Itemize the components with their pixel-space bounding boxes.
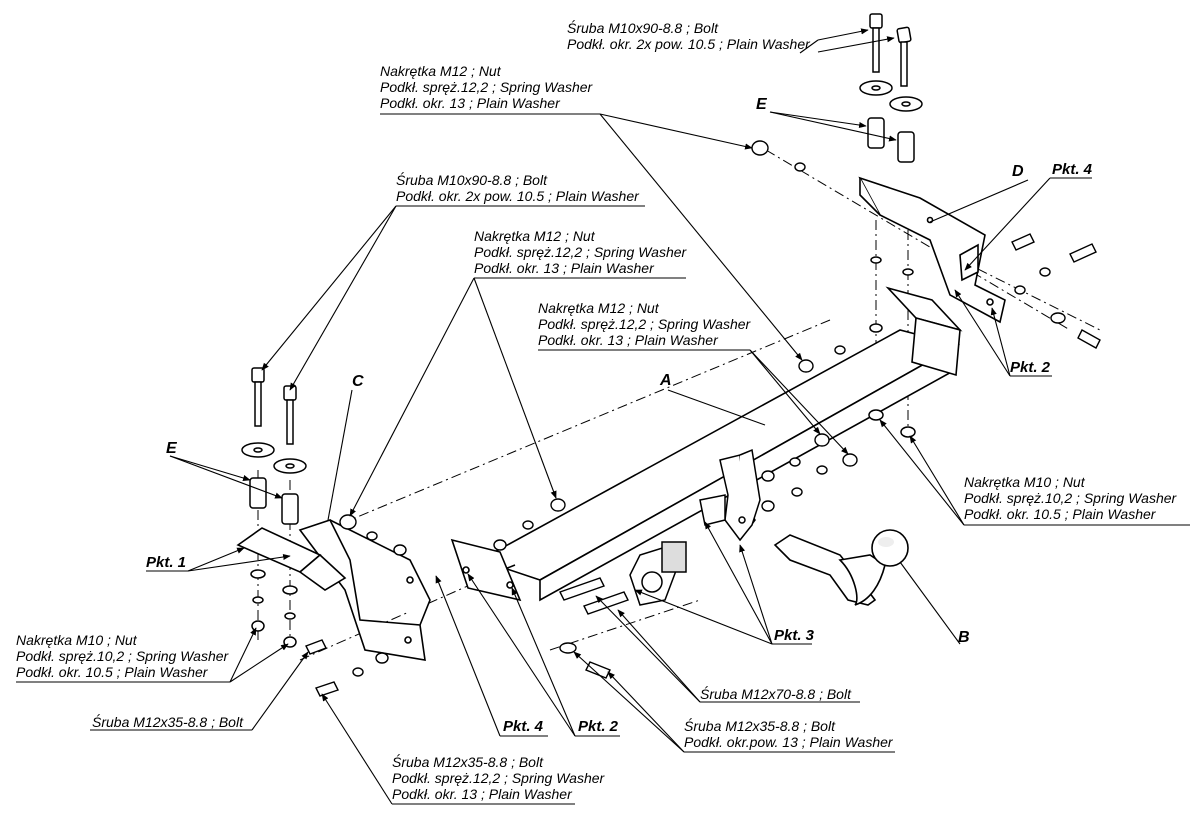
label-line: Nakrętka M12 ; Nut xyxy=(538,300,659,316)
label-line: Podkł. spręż.12,2 ; Spring Washer xyxy=(538,316,751,332)
label-line: Podkł. spręż.10,2 ; Spring Washer xyxy=(16,648,229,664)
label-bolt-left: Śruba M10x90-8.8 ; Bolt Podkł. okr. 2x p… xyxy=(396,172,639,204)
label-line: Podkł. okr. 13 ; Plain Washer xyxy=(380,95,560,111)
label-bolt-m12x35-b: Śruba M12x35-8.8 ; Bolt Podkł. okr.pow. … xyxy=(684,718,893,750)
label-line: Podkł. spręż.12,2 ; Spring Washer xyxy=(380,79,593,95)
tow-ball-b xyxy=(773,529,909,606)
tag-pkt4-top: Pkt. 4 xyxy=(1052,161,1093,178)
label-line: Śruba M12x35-8.8 ; Bolt xyxy=(684,718,835,734)
label-line: Podkł. okr. 13 ; Plain Washer xyxy=(474,260,654,276)
label-line: Nakrętka M12 ; Nut xyxy=(380,63,501,79)
label-nut-left: Nakrętka M10 ; Nut Podkł. spręż.10,2 ; S… xyxy=(16,632,228,680)
label-line: Śruba M12x70-8.8 ; Bolt xyxy=(700,686,851,702)
part-letter-e-left: E xyxy=(166,440,177,457)
label-line: Śruba M10x90-8.8 ; Bolt xyxy=(567,20,718,36)
leader-lines xyxy=(16,28,1190,805)
left-end-plate xyxy=(450,538,522,602)
label-line: Podkł. spręż.10,2 ; Spring Washer xyxy=(964,490,1177,506)
label-line: Nakrętka M10 ; Nut xyxy=(16,632,137,648)
label-line: Podkł. okr. 10.5 ; Plain Washer xyxy=(16,664,208,680)
part-letter-c: C xyxy=(352,373,364,390)
tag-pkt1: Pkt. 1 xyxy=(146,554,187,571)
label-line: Podkł. okr.pow. 13 ; Plain Washer xyxy=(684,734,893,750)
label-bolt-m12x35-c: Śruba M12x35-8.8 ; Bolt Podkł. spręż.12,… xyxy=(392,754,604,802)
ball-mount-brackets xyxy=(699,448,761,542)
label-nut-mid: Nakrętka M12 ; Nut Podkł. spręż.12,2 ; S… xyxy=(538,300,750,348)
label-line: Śruba M12x35-8.8 ; Bolt xyxy=(392,754,543,770)
label-line: Nakrętka M10 ; Nut xyxy=(964,474,1085,490)
label-nut-right: Nakrętka M10 ; Nut Podkł. spręż.10,2 ; S… xyxy=(964,474,1176,522)
label-line: Podkł. okr. 2x pow. 10.5 ; Plain Washer xyxy=(567,36,810,52)
left-vertical-bolts xyxy=(241,367,307,648)
label-line: Śruba M10x90-8.8 ; Bolt xyxy=(396,172,547,188)
label-line: Nakrętka M12 ; Nut xyxy=(474,228,595,244)
right-side-arm-d xyxy=(858,176,1006,324)
label-line: Podkł. okr. 10.5 ; Plain Washer xyxy=(964,506,1156,522)
tag-pkt2-bottom: Pkt. 2 xyxy=(578,718,619,735)
label-line: Podkł. spręż.12,2 ; Spring Washer xyxy=(474,244,687,260)
left-mounting-plate xyxy=(236,527,347,591)
tag-pkt2-right: Pkt. 2 xyxy=(1010,359,1051,376)
label-line: Podkł. okr. 13 ; Plain Washer xyxy=(538,332,718,348)
part-letter-d: D xyxy=(1012,163,1024,180)
part-letter-a: A xyxy=(660,372,672,389)
label-line: Podkł. okr. 2x pow. 10.5 ; Plain Washer xyxy=(396,188,639,204)
label-bolt-m12x35-a: Śruba M12x35-8.8 ; Bolt xyxy=(92,714,243,730)
label-bolt-top: Śruba M10x90-8.8 ; Bolt Podkł. okr. 2x p… xyxy=(567,20,810,52)
label-nut-top: Nakrętka M12 ; Nut Podkł. spręż.12,2 ; S… xyxy=(380,63,592,111)
right-end-plate xyxy=(885,286,963,377)
label-line: Podkł. okr. 13 ; Plain Washer xyxy=(392,786,572,802)
nuts-and-washers xyxy=(339,140,1066,677)
label-line: Podkł. spręż.12,2 ; Spring Washer xyxy=(392,770,605,786)
tag-pkt4-bottom: Pkt. 4 xyxy=(503,718,544,735)
label-nut-mid-left: Nakrętka M12 ; Nut Podkł. spręż.12,2 ; S… xyxy=(474,228,686,276)
left-side-arm-c xyxy=(298,519,431,661)
tag-pkt3: Pkt. 3 xyxy=(774,627,815,644)
part-letter-e-top: E xyxy=(756,96,767,113)
socket-plate xyxy=(629,541,687,606)
part-letter-b: B xyxy=(958,629,970,646)
label-line: Śruba M12x35-8.8 ; Bolt xyxy=(92,714,243,730)
label-bolt-m12x70: Śruba M12x70-8.8 ; Bolt xyxy=(700,686,851,702)
horizontal-bolts xyxy=(305,233,1101,697)
top-right-bolts xyxy=(859,13,923,438)
